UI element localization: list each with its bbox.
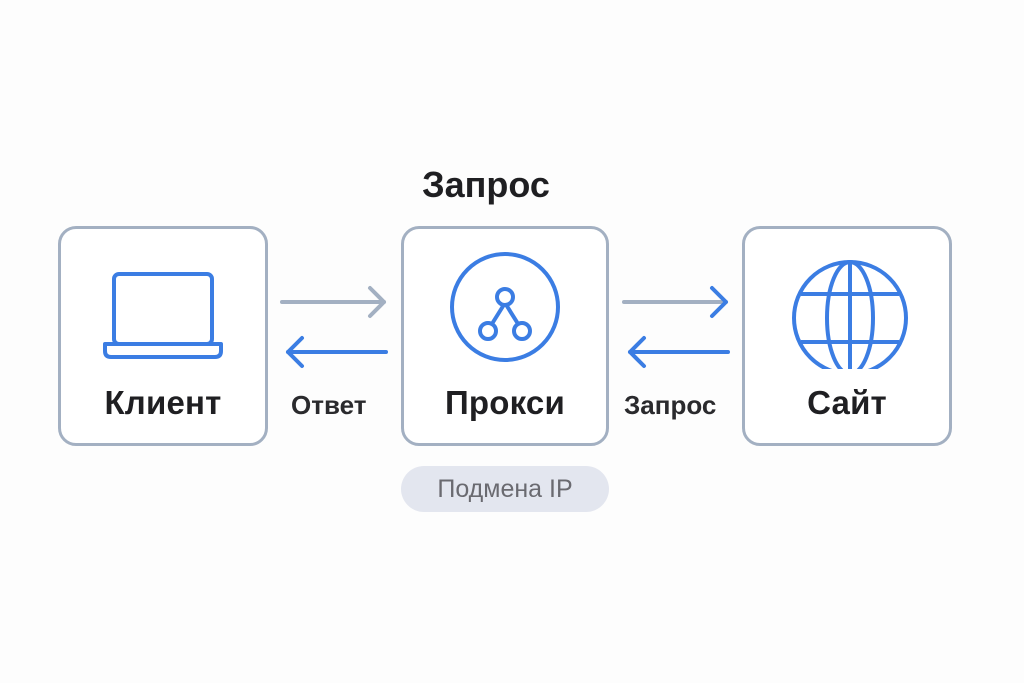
- network-nodes-icon: [404, 229, 606, 369]
- ip-spoofing-badge: Подмена IP: [401, 466, 609, 512]
- client-label: Клиент: [104, 384, 222, 421]
- arrow-proxy-to-client: [280, 335, 392, 375]
- site-node: Сайт: [742, 226, 952, 446]
- response-label: Ответ: [291, 390, 367, 420]
- site-label: Сайт: [807, 384, 887, 421]
- arrow-site-to-proxy: [622, 335, 734, 375]
- client-node: Клиент: [58, 226, 268, 446]
- globe-icon: [745, 229, 949, 369]
- proxy-node: Прокси: [401, 226, 609, 446]
- diagram-title: Запрос: [422, 164, 550, 205]
- laptop-icon: [61, 229, 265, 369]
- arrow-proxy-to-site: [622, 285, 734, 325]
- arrow-client-to-proxy: [280, 285, 392, 325]
- proxy-label: Прокси: [445, 384, 565, 421]
- request-label: Запрос: [624, 390, 717, 420]
